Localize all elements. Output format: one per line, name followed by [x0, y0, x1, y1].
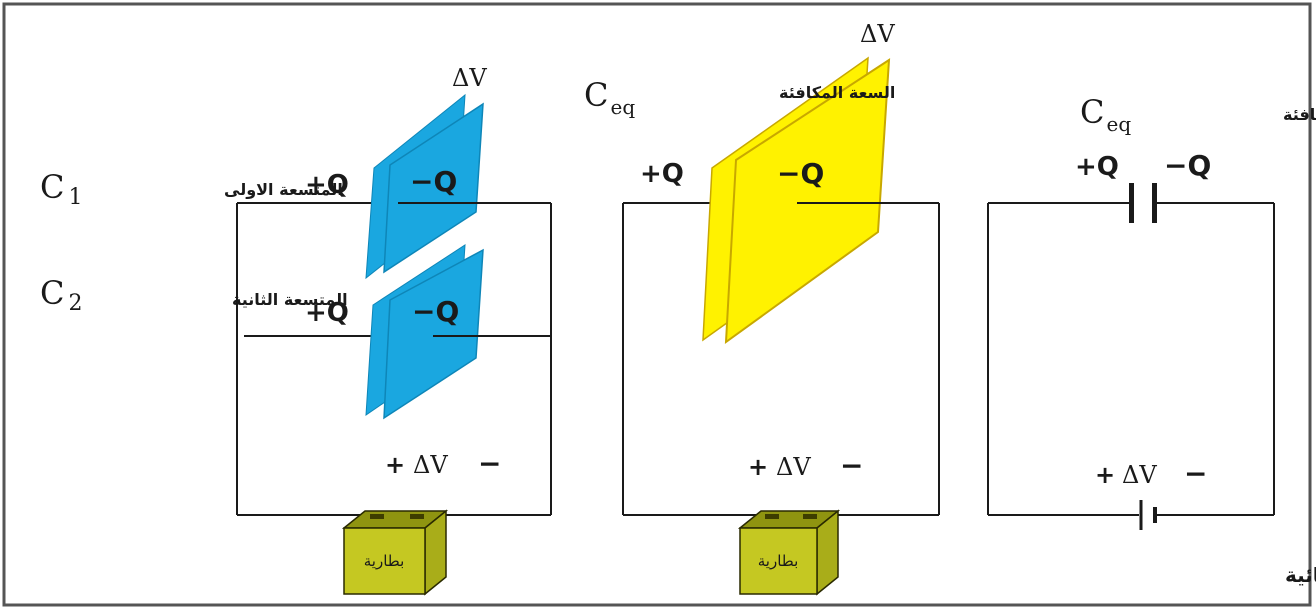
capacitor-2-subscript: 2: [68, 291, 82, 316]
battery-minus-sign: −: [478, 447, 501, 480]
battery-delta-v: ΔV: [413, 451, 448, 479]
capacitor-2-plate-negative: [383, 248, 484, 420]
plus-q: +Q: [640, 159, 684, 189]
battery-plus-sign: +: [1095, 461, 1115, 489]
battery-terminal-left: [370, 514, 384, 519]
capacitor-1-subscript: 1: [68, 185, 82, 210]
capacitor-1-plus-q: +Q: [305, 170, 349, 200]
capacitor-2-label: المتسعة الثانية: [232, 290, 348, 309]
delta-v-label: ΔV: [860, 20, 895, 48]
battery-plus-sign: +: [748, 453, 768, 481]
battery-terminal-right: [803, 514, 817, 519]
battery-minus-sign: −: [840, 449, 863, 482]
plus-q: +Q: [1075, 152, 1119, 182]
battery-minus-sign: −: [1184, 457, 1207, 490]
capacitor-symbol-plate-positive: [1129, 183, 1134, 223]
minus-q: −Q: [1164, 149, 1211, 182]
battery-front-face: [343, 527, 426, 595]
equivalent-plate-negative: [724, 58, 891, 345]
ceq-subscript: eq: [1106, 112, 1131, 136]
capacitor-1-label: المتسعة الاولى: [224, 180, 343, 199]
capacitor-2-minus-q: −Q: [412, 295, 459, 328]
battery-label: بطارية: [364, 552, 405, 570]
panel-circuit-schematic: Ceq السعة المكافئة +Q −Q + ΔV − مخطط الد…: [987, 93, 1316, 587]
capacitor-2-plus-q: +Q: [305, 298, 349, 328]
battery-front-face: [739, 527, 818, 595]
delta-v-label: ΔV: [452, 64, 487, 92]
battery-label: بطارية: [758, 552, 799, 570]
battery: بطارية: [737, 509, 841, 596]
battery-delta-v: ΔV: [776, 453, 811, 481]
ceq-subscript: eq: [610, 95, 635, 119]
ceq-label: السعة المكافئة: [1283, 105, 1316, 124]
minus-q: −Q: [777, 157, 824, 190]
battery-delta-v: ΔV: [1122, 461, 1157, 489]
battery-plus-sign: +: [385, 451, 405, 479]
capacitor-symbol-plate-negative: [1152, 183, 1157, 223]
capacitor-1-plate-negative: [383, 102, 484, 274]
battery: بطارية: [341, 509, 449, 596]
diagram-caption: مخطط الدائرة الكهربائية: [1285, 563, 1316, 587]
ceq-label: السعة المكافئة: [779, 83, 895, 102]
battery-terminal-left: [765, 514, 779, 519]
battery-terminal-right: [410, 514, 424, 519]
capacitor-1-minus-q: −Q: [410, 165, 457, 198]
